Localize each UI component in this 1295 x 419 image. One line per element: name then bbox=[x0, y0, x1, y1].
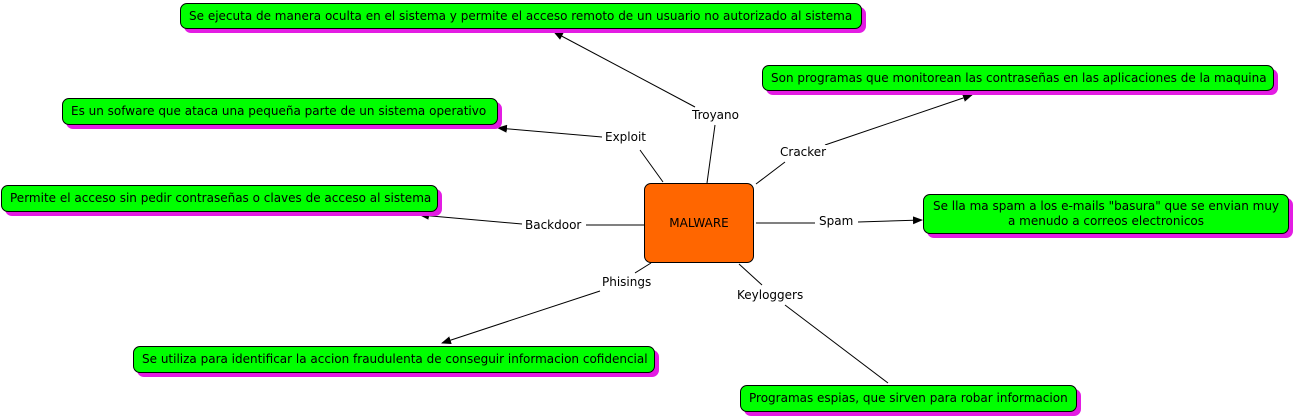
link-troyano-a bbox=[706, 124, 716, 184]
backdoor-description: Permite el acceso sin pedir contraseñas … bbox=[10, 191, 432, 205]
troyano-link-label: Troyano bbox=[690, 108, 741, 122]
keyloggers-link-label: Keyloggers bbox=[735, 288, 806, 302]
keyloggers-description: Programas espias, que sirven para robar … bbox=[749, 391, 1068, 405]
link-exploit-a bbox=[639, 149, 664, 183]
spam-description: Se lla ma spam a los e-mails "basura" qu… bbox=[932, 199, 1280, 228]
troyano-description-node[interactable]: Se ejecuta de manera oculta en el sistem… bbox=[180, 3, 862, 29]
link-keyloggers-b bbox=[784, 304, 889, 384]
link-cracker-a bbox=[755, 161, 786, 185]
phisings-link-label: Phisings bbox=[600, 275, 654, 289]
exploit-link-label: Exploit bbox=[603, 130, 649, 144]
link-cracker-b bbox=[824, 94, 973, 146]
keyloggers-description-node[interactable]: Programas espias, que sirven para robar … bbox=[740, 385, 1077, 412]
link-troyano-b bbox=[553, 31, 696, 108]
phisings-description: Se utiliza para identificar la accion fr… bbox=[142, 352, 648, 366]
spam-link-label: Spam bbox=[817, 214, 856, 228]
malware-label: MALWARE bbox=[669, 216, 729, 230]
troyano-description: Se ejecuta de manera oculta en el sistem… bbox=[189, 9, 853, 23]
exploit-description: Es un sofware que ataca una pequeña part… bbox=[71, 104, 487, 118]
link-phisings-a bbox=[634, 262, 652, 274]
exploit-description-node[interactable]: Es un sofware que ataca una pequeña part… bbox=[62, 98, 498, 125]
spam-description-node[interactable]: Se lla ma spam a los e-mails "basura" qu… bbox=[923, 194, 1289, 234]
backdoor-description-node[interactable]: Permite el acceso sin pedir contraseñas … bbox=[1, 185, 438, 212]
cracker-description-node[interactable]: Son programas que monitorean las contras… bbox=[762, 65, 1274, 91]
cracker-link-label: Cracker bbox=[778, 145, 829, 159]
link-spam-b bbox=[857, 216, 923, 225]
phisings-description-node[interactable]: Se utiliza para identificar la accion fr… bbox=[133, 346, 655, 373]
backdoor-link-label: Backdoor bbox=[523, 218, 584, 232]
link-backdoor-b bbox=[419, 211, 523, 225]
cracker-description: Son programas que monitorean las contras… bbox=[771, 71, 1267, 85]
link-phisings-b bbox=[441, 290, 601, 344]
malware-node[interactable]: MALWARE bbox=[644, 183, 754, 263]
link-keyloggers-a bbox=[738, 263, 763, 286]
link-exploit-b bbox=[497, 124, 603, 138]
